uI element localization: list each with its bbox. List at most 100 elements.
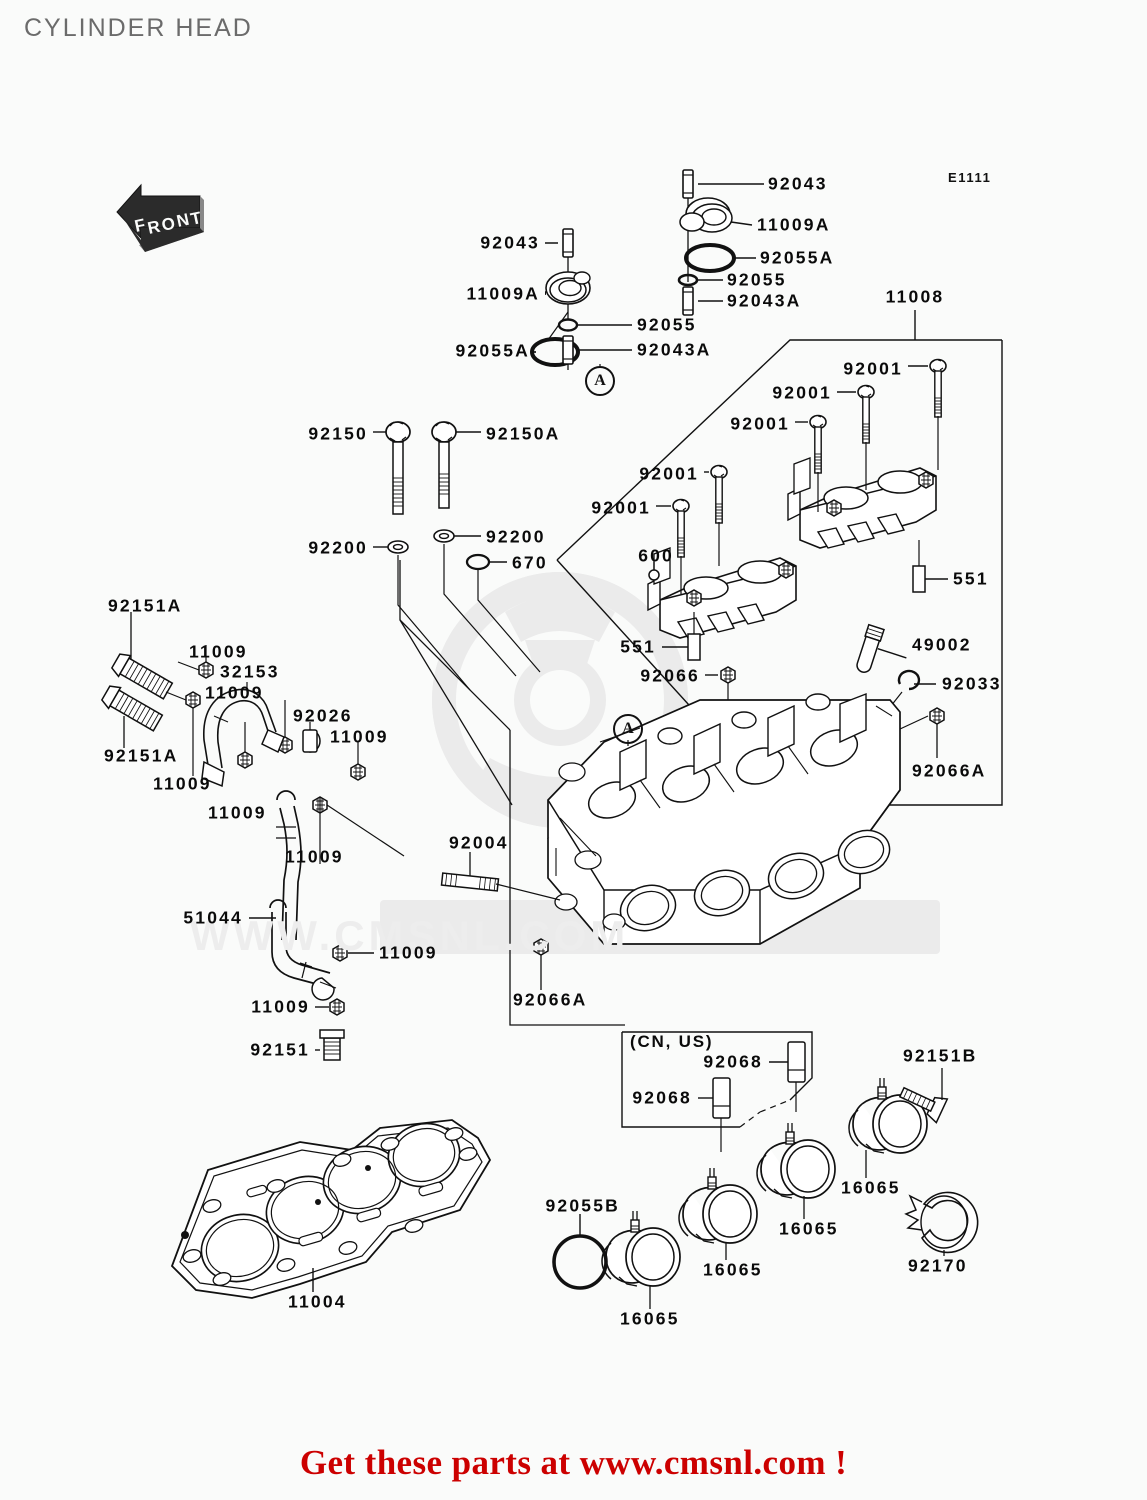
shim-92026	[302, 722, 321, 753]
oring-92055B	[552, 1214, 608, 1290]
valve-seal-stack-center	[530, 228, 632, 370]
head-bolt-92150	[373, 421, 411, 515]
part-number-92150a[interactable]: 92150A	[486, 423, 561, 444]
part-number-11008[interactable]: 11008	[885, 286, 945, 307]
cam-cap-assembly-rear	[787, 457, 937, 549]
part-number-16065[interactable]: 16065	[620, 1308, 680, 1329]
plug-92068-lower	[698, 1077, 731, 1152]
part-number-92026[interactable]: 92026	[293, 705, 353, 726]
part-number-92055[interactable]: 92055	[637, 314, 697, 335]
part-number-11009[interactable]: 11009	[205, 682, 264, 703]
washer-92200-right	[433, 529, 517, 677]
part-number-11009[interactable]: 11009	[153, 773, 212, 794]
head-gasket-11004	[170, 1119, 492, 1299]
plugs-551	[662, 540, 948, 661]
part-number-92055b[interactable]: 92055B	[545, 1195, 620, 1216]
part-number-600[interactable]: 600	[638, 545, 674, 566]
part-number-16065[interactable]: 16065	[841, 1177, 901, 1198]
part-number-92066a[interactable]: 92066A	[912, 760, 987, 781]
parts-diagram: F R O N T	[100, 169, 1003, 1309]
part-number-32153[interactable]: 32153	[220, 661, 280, 682]
part-number-92001[interactable]: 92001	[843, 358, 903, 379]
svg-text:N: N	[175, 210, 191, 231]
part-number-92001[interactable]: 92001	[772, 382, 832, 403]
cn-us-region-label: (CN, US)	[630, 1032, 714, 1051]
part-number-92151a[interactable]: 92151A	[108, 595, 183, 616]
washer-92200-left	[373, 540, 471, 691]
part-number-11009[interactable]: 11009	[251, 996, 310, 1017]
oring-670	[465, 553, 541, 673]
carb-holder-3	[678, 1167, 758, 1244]
svg-text:R: R	[146, 217, 162, 238]
part-number-92004[interactable]: 92004	[449, 832, 509, 853]
part-number-92151b[interactable]: 92151B	[903, 1045, 978, 1066]
part-number-49002[interactable]: 49002	[912, 634, 972, 655]
bolts-92001	[656, 358, 947, 594]
oil-pipe-32153	[201, 682, 285, 788]
carb-holder-2	[756, 1122, 836, 1199]
part-number-11009[interactable]: 11009	[285, 846, 344, 867]
part-number-92151[interactable]: 92151	[250, 1039, 310, 1060]
part-number-16065[interactable]: 16065	[703, 1259, 763, 1280]
part-number-92055a[interactable]: 92055A	[760, 247, 835, 268]
page-title: CYLINDER HEAD	[24, 14, 253, 42]
banjo-bolt-92151A-upper	[110, 653, 174, 700]
plug-92068-upper	[769, 1041, 806, 1112]
part-number-92001[interactable]: 92001	[730, 413, 790, 434]
part-number-670[interactable]: 670	[512, 552, 548, 573]
svg-text:F: F	[133, 215, 147, 236]
clamp-92170	[904, 1191, 979, 1254]
part-number-92043a[interactable]: 92043A	[727, 290, 802, 311]
diagram-code: E1111	[948, 170, 992, 185]
front-arrow-badge: F R O N T	[116, 183, 204, 252]
part-number-92043[interactable]: 92043	[768, 173, 828, 194]
carb-holder-4	[601, 1210, 681, 1287]
marker-a-top: A	[585, 366, 615, 396]
part-number-11009[interactable]: 11009	[189, 641, 248, 662]
part-number-11004[interactable]: 11004	[288, 1291, 347, 1312]
part-number-92066a[interactable]: 92066A	[513, 989, 588, 1010]
part-number-551[interactable]: 551	[620, 636, 656, 657]
part-number-92068[interactable]: 92068	[632, 1087, 692, 1108]
part-number-92001[interactable]: 92001	[639, 463, 699, 484]
part-number-11009a[interactable]: 11009A	[466, 283, 540, 304]
valve-seal-stack-right	[677, 169, 764, 316]
part-number-11009[interactable]: 11009	[330, 726, 389, 747]
bracket-left-group	[399, 560, 625, 1026]
part-number-92043a[interactable]: 92043A	[637, 339, 712, 360]
part-number-92033[interactable]: 92033	[942, 673, 1002, 694]
cn-us-region-box	[621, 1031, 813, 1128]
part-number-92200[interactable]: 92200	[308, 537, 368, 558]
part-number-92068[interactable]: 92068	[703, 1051, 763, 1072]
head-bolt-92150A	[431, 421, 481, 509]
footer-cta: Get these parts at www.cmsnl.com !	[299, 1443, 848, 1482]
part-number-92055[interactable]: 92055	[727, 269, 787, 290]
fitting-49002	[856, 623, 907, 673]
part-number-92200[interactable]: 92200	[486, 526, 546, 547]
part-number-92150[interactable]: 92150	[308, 423, 368, 444]
part-number-16065[interactable]: 16065	[779, 1218, 839, 1239]
bolt-92151B	[898, 1086, 949, 1124]
part-number-92043[interactable]: 92043	[480, 232, 540, 253]
part-number-551[interactable]: 551	[953, 568, 989, 589]
plug-92066A-bottom	[533, 938, 549, 990]
part-number-92151a[interactable]: 92151A	[104, 745, 179, 766]
part-number-51044[interactable]: 51044	[183, 907, 243, 928]
part-number-92001[interactable]: 92001	[591, 497, 651, 518]
part-number-11009[interactable]: 11009	[208, 802, 267, 823]
part-number-11009[interactable]: 11009	[379, 942, 438, 963]
washers-11009-left	[165, 645, 405, 1016]
oil-pipe-51044	[269, 790, 337, 1001]
svg-text:O: O	[160, 214, 177, 235]
part-number-11009a[interactable]: 11009A	[757, 214, 831, 235]
pin-600	[648, 562, 660, 581]
marker-a-body: A	[613, 714, 643, 744]
part-number-92055a[interactable]: 92055A	[455, 340, 530, 361]
banjo-bolt-92151A-lower	[100, 685, 164, 732]
part-number-92066[interactable]: 92066	[640, 665, 700, 686]
svg-text:T: T	[189, 208, 204, 229]
part-number-92170[interactable]: 92170	[908, 1255, 968, 1276]
banjo-bolt-92151	[315, 1029, 345, 1061]
cylinder-head-body	[547, 692, 901, 945]
carb-holder-1	[848, 1077, 928, 1154]
